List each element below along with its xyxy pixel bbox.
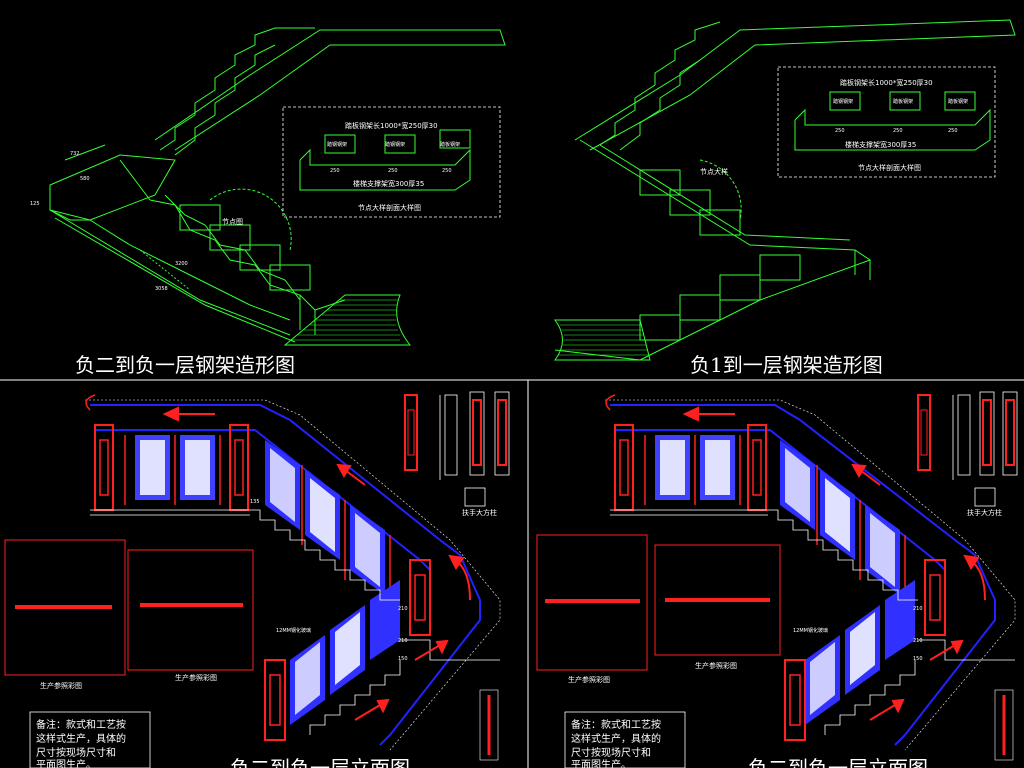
bottom-left-glass-label: 12MM钢化玻璃	[276, 627, 311, 634]
bottom-left-handrail-label: 扶手大方柱	[462, 508, 497, 517]
top-right-steel-label-2: 踏板钢架	[893, 98, 913, 105]
top-right-steel-label-1: 踏钢钢架	[833, 98, 853, 105]
top-right-node-label: 节点大样	[700, 167, 728, 176]
bottom-right-note-line-4: 平面图生产。	[571, 758, 631, 768]
bottom-right-step-label-2: 210	[913, 638, 923, 644]
top-right-dim-2: 250	[893, 128, 903, 134]
top-left-steel-label-2: 踏钢钢架	[385, 141, 405, 148]
top-right-floor-hatch	[554, 319, 651, 361]
top-right-dim-3: 250	[948, 128, 958, 134]
top-left-dim-1: 250	[330, 168, 340, 174]
top-left-side-dim-2: 580	[80, 176, 90, 182]
bottom-left-ref-label-1: 生产参照彩图	[40, 681, 82, 690]
top-right-steel-label-3: 踏板钢架	[948, 98, 968, 105]
top-right-detail-box	[777, 66, 996, 178]
bottom-right-glass-label: 12MM钢化玻璃	[793, 627, 828, 634]
top-right-dim-1: 250	[835, 128, 845, 134]
top-left-steel-label-3: 踏板钢架	[440, 141, 460, 148]
top-left-floor-hatch	[283, 294, 412, 346]
top-right-detail-bottom-label: 楼梯支撑架宽300厚35	[845, 140, 916, 149]
bottom-left-step-label-2: 210	[398, 606, 408, 612]
bottom-left-step-label-4: 150	[398, 656, 408, 662]
top-left-side-dim-4: 3200	[175, 261, 188, 267]
bottom-right-note-line-3: 尺寸按现场尺寸和	[571, 746, 651, 759]
bottom-left-note-line-3: 尺寸按现场尺寸和	[36, 746, 116, 759]
top-left-detail-bottom-label: 楼梯支撑架宽300厚35	[353, 179, 424, 188]
bottom-left-title: 负二到负一层立面图	[230, 756, 410, 768]
bottom-left-ref-label-2: 生产参照彩图	[175, 673, 217, 682]
bottom-right-note-line-1: 备注：款式和工艺按	[571, 718, 661, 731]
top-left-detail-top-label: 踏板钢架长1000*宽250厚30	[345, 121, 438, 130]
bottom-right-title: 负二到负一层立面图	[748, 756, 928, 768]
bottom-right-step-label-3: 150	[913, 656, 923, 662]
top-right-title: 负1到一层钢架造形图	[690, 353, 883, 377]
top-right-detail-top-label: 踏板钢架长1000*宽250厚30	[840, 78, 933, 87]
bottom-left-step-label-1: 135	[250, 499, 260, 505]
top-right-detail-caption: 节点大样剖面大样图	[858, 163, 921, 172]
top-left-detail-box	[282, 106, 501, 218]
top-left-detail-caption: 节点大样剖面大样图	[358, 203, 421, 212]
bottom-right-note-line-2: 这样式生产，具体的	[571, 732, 661, 745]
top-left-steel-frame-view	[49, 27, 506, 343]
bottom-right-ref-label-2: 生产参照彩图	[695, 661, 737, 670]
bottom-right-elevation	[536, 391, 1018, 768]
bottom-right-handrail-label: 扶手大方柱	[967, 508, 1002, 517]
top-left-title: 负二到负一层钢架造形图	[75, 353, 295, 377]
bottom-left-note-line-1: 备注：款式和工艺按	[36, 718, 126, 731]
bottom-left-elevation	[4, 391, 510, 768]
top-right-steel-frame-view	[554, 19, 1016, 361]
bottom-left-note-line-2: 这样式生产，具体的	[36, 732, 126, 745]
top-left-steel-label-1: 踏钢钢架	[327, 141, 347, 148]
bottom-right-ref-label-1: 生产参照彩图	[568, 675, 610, 684]
top-left-node-label: 节点图	[222, 218, 243, 226]
top-left-side-dim-1: 732	[70, 151, 80, 157]
bottom-left-step-label-3: 210	[398, 638, 408, 644]
top-left-dim-2: 250	[388, 168, 398, 174]
top-left-side-dim-3: 125	[30, 201, 40, 207]
bottom-right-step-label-1: 210	[913, 606, 923, 612]
top-left-dim-3: 250	[442, 168, 452, 174]
top-left-side-dim-5: 3058	[155, 286, 168, 292]
bottom-left-note-line-4: 平面图生产。	[36, 758, 96, 768]
